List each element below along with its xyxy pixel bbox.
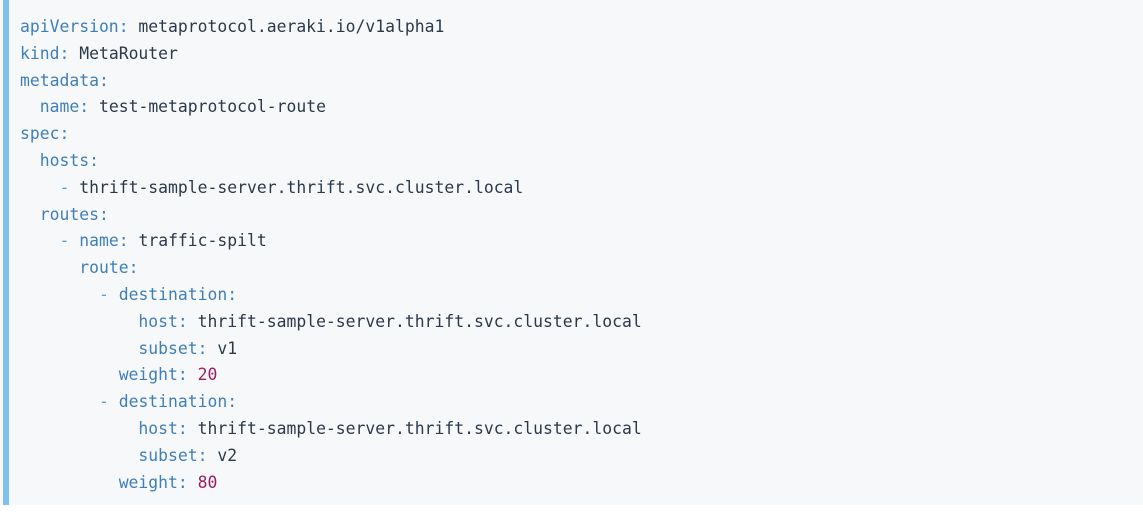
yaml-value: MetaRouter xyxy=(69,43,178,63)
code-indent xyxy=(20,285,99,304)
yaml-colon: : xyxy=(98,204,109,224)
yaml-list-dash: - xyxy=(98,284,119,304)
yaml-colon: : xyxy=(59,43,70,63)
yaml-number-value: 80 xyxy=(187,472,218,492)
yaml-value: metaprotocol.aeraki.io/v1alpha1 xyxy=(128,17,445,36)
yaml-colon: : xyxy=(227,284,238,304)
code-line: route: xyxy=(20,255,642,282)
yaml-value: v1 xyxy=(207,338,238,358)
code-line: metadata: xyxy=(20,68,642,95)
code-indent xyxy=(20,365,119,384)
code-line: routes: xyxy=(20,202,642,229)
yaml-key: apiVersion xyxy=(20,17,119,36)
yaml-number-value: 20 xyxy=(187,365,218,385)
yaml-key: route xyxy=(79,258,129,278)
code-line: - destination: xyxy=(20,389,642,416)
code-line: - thrift-sample-server.thrift.svc.cluste… xyxy=(20,175,642,202)
code-indent xyxy=(20,258,79,277)
code-line: weight: 80 xyxy=(20,470,642,497)
yaml-value: test-metaprotocol-route xyxy=(89,97,326,117)
yaml-colon: : xyxy=(128,258,139,278)
yaml-list-dash: - xyxy=(59,177,80,197)
code-line: subset: v2 xyxy=(20,443,642,470)
yaml-key: destination xyxy=(118,284,228,304)
code-indent xyxy=(20,231,59,250)
code-line: weight: 20 xyxy=(20,362,642,389)
code-line: hosts: xyxy=(20,148,642,175)
code-indent xyxy=(20,473,119,492)
yaml-value: thrift-sample-server.thrift.svc.cluster.… xyxy=(187,418,642,438)
yaml-key: weight xyxy=(118,365,178,385)
yaml-value: traffic-spilt xyxy=(128,231,267,251)
yaml-code-block: apiVersion: metaprotocol.aeraki.io/v1alp… xyxy=(3,0,642,505)
code-line: apiVersion: metaprotocol.aeraki.io/v1alp… xyxy=(20,14,642,41)
yaml-list-dash: - xyxy=(98,392,119,412)
yaml-colon: : xyxy=(89,150,99,170)
yaml-colon: : xyxy=(79,97,90,117)
code-indent xyxy=(20,312,138,331)
yaml-colon: : xyxy=(227,392,238,412)
yaml-key: kind xyxy=(20,43,60,63)
code-indent xyxy=(20,446,138,465)
code-indent xyxy=(20,339,138,358)
yaml-colon: : xyxy=(177,472,188,492)
yaml-key: name xyxy=(79,231,119,251)
yaml-colon: : xyxy=(98,70,109,90)
yaml-key: host xyxy=(138,418,178,438)
yaml-key: host xyxy=(138,311,178,331)
yaml-colon: : xyxy=(177,418,188,438)
yaml-value: thrift-sample-server.thrift.svc.cluster.… xyxy=(187,311,642,331)
yaml-colon: : xyxy=(118,231,129,251)
code-line: host: thrift-sample-server.thrift.svc.cl… xyxy=(20,309,642,336)
yaml-key: name xyxy=(39,97,80,117)
yaml-key: subset xyxy=(138,338,198,358)
code-indent xyxy=(20,178,59,197)
code-line: spec: xyxy=(20,121,642,148)
yaml-colon: : xyxy=(118,17,129,36)
code-line: - name: traffic-spilt xyxy=(20,228,642,255)
code-line: kind: MetaRouter xyxy=(20,41,642,68)
yaml-key: weight xyxy=(118,472,178,492)
code-content[interactable]: apiVersion: metaprotocol.aeraki.io/v1alp… xyxy=(20,14,642,496)
yaml-colon: : xyxy=(197,445,208,465)
yaml-key: spec xyxy=(20,124,60,144)
yaml-key: routes xyxy=(39,204,99,224)
code-indent xyxy=(20,392,99,411)
code-indent xyxy=(20,151,40,170)
code-indent xyxy=(20,419,138,438)
code-indent xyxy=(20,205,40,224)
yaml-list-dash: - xyxy=(59,231,80,251)
yaml-value: thrift-sample-server.thrift.svc.cluster.… xyxy=(79,177,524,197)
yaml-key: destination xyxy=(118,392,228,412)
yaml-key: hosts xyxy=(39,150,90,170)
code-line: host: thrift-sample-server.thrift.svc.cl… xyxy=(20,416,642,443)
yaml-key: metadata xyxy=(20,70,99,90)
yaml-colon: : xyxy=(59,124,70,144)
code-line: - destination: xyxy=(20,282,642,309)
yaml-colon: : xyxy=(197,338,208,358)
code-line: subset: v1 xyxy=(20,336,642,363)
code-line: name: test-metaprotocol-route xyxy=(20,94,642,121)
yaml-key: subset xyxy=(138,445,198,465)
yaml-value: v2 xyxy=(207,445,238,465)
yaml-colon: : xyxy=(177,311,188,331)
code-block-accent-stripe xyxy=(3,0,9,505)
code-indent xyxy=(20,97,40,116)
yaml-colon: : xyxy=(177,365,188,385)
